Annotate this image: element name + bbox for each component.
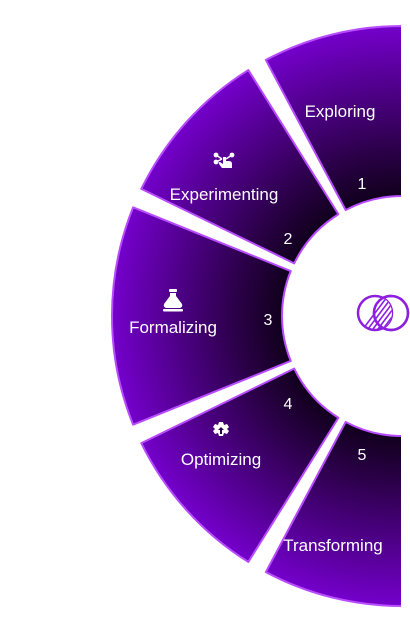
stage-label-exploring: Exploring	[305, 102, 376, 121]
segment-optimizing	[140, 367, 340, 563]
gear-arrow-icon	[213, 422, 229, 436]
stage-number-1: 1	[358, 176, 367, 193]
segment-experimenting	[140, 69, 340, 265]
stage-label-optimizing: Optimizing	[181, 450, 261, 469]
stage-number-3: 3	[264, 312, 273, 329]
stage-number-5: 5	[358, 447, 367, 464]
hand-pointer-network-icon	[213, 152, 235, 168]
flask-icon	[163, 289, 183, 312]
stage-label-transforming: Transforming	[283, 536, 383, 555]
stage-number-4: 4	[284, 396, 293, 413]
stage-label-experimenting: Experimenting	[170, 185, 279, 204]
stage-number-2: 2	[284, 231, 293, 248]
segment-formalizing	[111, 206, 292, 426]
stage-label-formalizing: Formalizing	[129, 318, 217, 337]
right-edge-mask	[401, 0, 410, 632]
overlapping-circles-icon	[356, 294, 410, 332]
segment-exploring	[264, 25, 403, 212]
segment-transforming	[264, 420, 403, 607]
stage-labels: Exploring Experimenting Formalizing Opti…	[129, 102, 383, 555]
stage-segments	[111, 0, 410, 632]
